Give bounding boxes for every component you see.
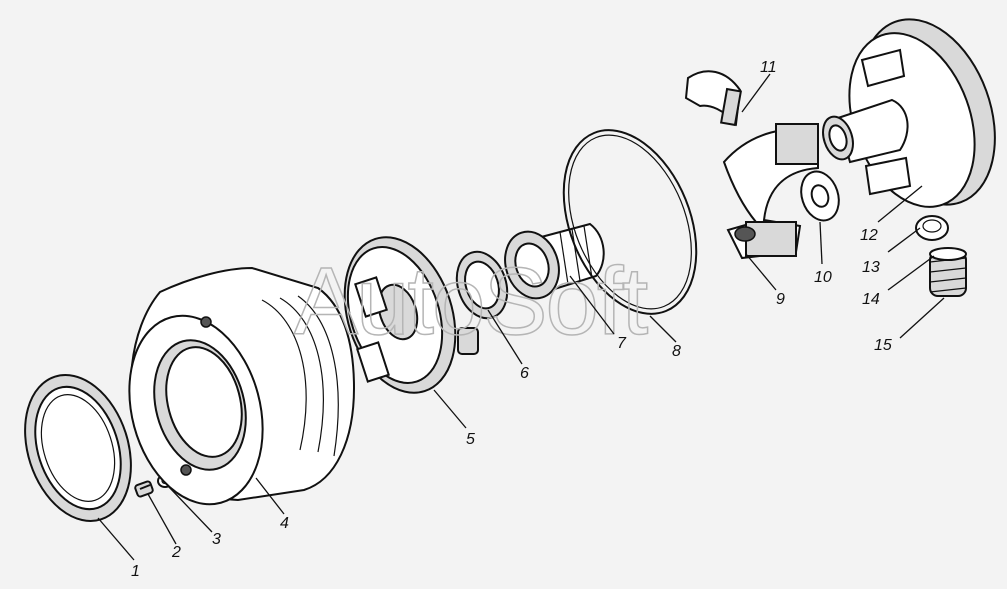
callout-9: 9 <box>776 291 785 308</box>
callout-10: 10 <box>814 269 832 286</box>
part-6-bearing <box>455 250 509 320</box>
callout-1: 1 <box>131 563 140 580</box>
part-5-flange <box>343 236 479 394</box>
callout-3: 3 <box>212 531 221 548</box>
callout-labels: 1 2 3 4 5 6 7 8 9 10 11 12 13 14 15 <box>131 59 892 580</box>
part-9-cam-block <box>722 123 819 260</box>
callout-15: 15 <box>874 337 892 354</box>
callout-8: 8 <box>672 343 681 360</box>
callout-4: 4 <box>280 515 289 532</box>
callout-12: 12 <box>860 227 878 244</box>
callout-5: 5 <box>466 431 475 448</box>
callout-11: 11 <box>760 59 777 76</box>
part-2-screw <box>134 480 154 498</box>
part-14-15-spring <box>929 247 967 297</box>
part-8-o-ring <box>562 129 698 315</box>
part-1-seal <box>24 374 132 522</box>
part-7-shaft <box>504 222 605 300</box>
leader-lines <box>97 73 945 561</box>
part-10-washer <box>800 170 840 222</box>
part-11-shoe <box>684 70 743 127</box>
part-13-cap <box>915 215 949 241</box>
callout-14: 14 <box>862 291 880 308</box>
callout-7: 7 <box>617 335 627 352</box>
callout-2: 2 <box>171 544 181 561</box>
watermark-text: AutoSoft <box>294 248 648 355</box>
callout-6: 6 <box>520 365 529 382</box>
callout-13: 13 <box>862 259 880 276</box>
part-4-housing <box>128 266 356 506</box>
part-12-disc <box>822 18 996 208</box>
